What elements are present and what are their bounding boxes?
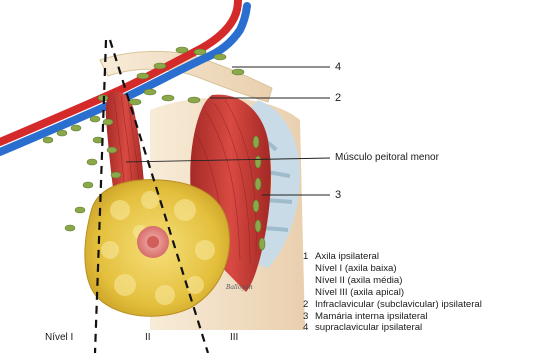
artist-signature: Ballogan xyxy=(225,284,253,291)
callout-label-4: 4 xyxy=(335,61,341,73)
legend-num: 1 xyxy=(303,251,315,263)
legend-num: 3 xyxy=(303,311,315,323)
callout-label-pectoralis-minor: Músculo peitoral menor xyxy=(335,152,439,164)
level-label-1: Nível I xyxy=(45,332,73,344)
legend-text: Mamária interna ipsilateral xyxy=(315,311,428,322)
level-label-2: II xyxy=(145,332,151,344)
legend-num: 2 xyxy=(303,299,315,311)
legend-text: Infraclavicular (subclavicular) ipsilate… xyxy=(315,299,482,310)
legend-text: supraclavicular ipsilateral xyxy=(315,322,422,333)
callout-label-2: 2 xyxy=(335,92,341,104)
legend-subitem: Nível II (axila média) xyxy=(303,275,482,287)
callout-label-3: 3 xyxy=(335,189,341,201)
legend-subitem: Nível III (axila apical) xyxy=(303,287,482,299)
nipple xyxy=(147,236,159,248)
legend-num: 4 xyxy=(303,322,315,334)
legend-subitem: Nível I (axila baixa) xyxy=(303,263,482,275)
level-label-3: III xyxy=(230,332,238,344)
legend-text: Axila ipsilateral xyxy=(315,251,379,262)
